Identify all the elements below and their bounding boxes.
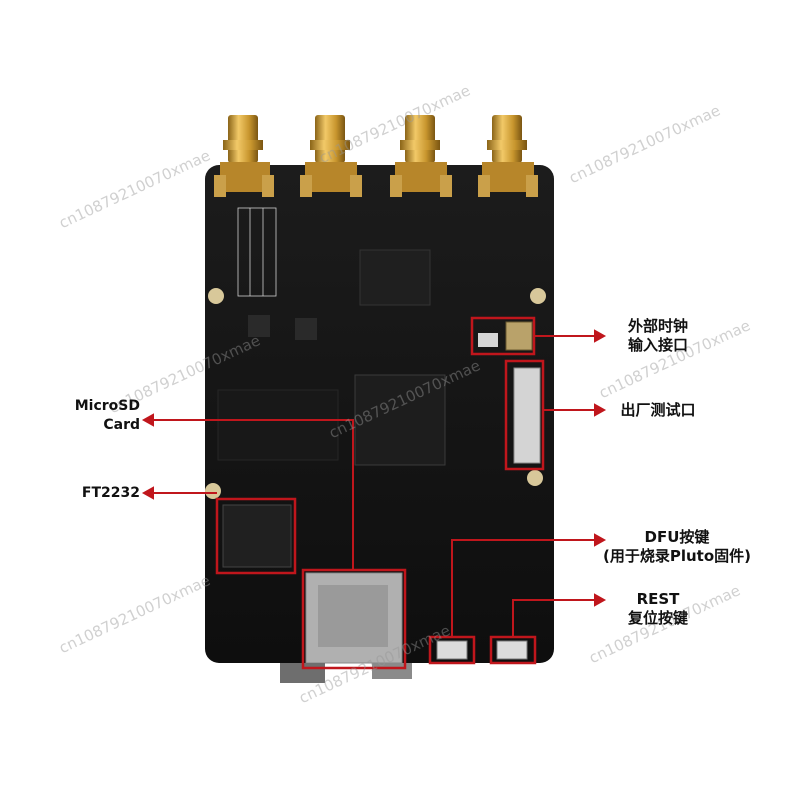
ext-clock-label-line2: 输入接口 (627, 336, 688, 354)
microsd-label: MicroSD Card (40, 397, 140, 435)
ext-clock-connector (505, 321, 533, 351)
factory-test-label-text: 出厂测试口 (620, 401, 696, 419)
sma-connector-3 (390, 115, 452, 197)
dfu-button (436, 640, 468, 660)
sma-connector-2 (300, 115, 362, 197)
ext-clock-label: 外部时钟 输入接口 (608, 317, 708, 355)
reset-label-line1: REST (636, 590, 680, 608)
reset-button (496, 640, 528, 660)
ext-clock-label-line1: 外部时钟 (627, 317, 688, 335)
reset-label-line2: 复位按键 (627, 609, 688, 627)
factory-test-label: 出厂测试口 (608, 401, 708, 420)
dfu-label-line2: (用于烧录Pluto固件) (602, 547, 751, 565)
factory-test-connector (513, 367, 541, 464)
ft2232-label: FT2232 (40, 484, 140, 503)
ft2232-label-text: FT2232 (81, 485, 140, 501)
ft2232-chip (222, 504, 292, 568)
sma-connector-4 (478, 115, 538, 197)
microsd-label-line1: MicroSD (74, 398, 140, 414)
silkscreen-table (237, 207, 277, 297)
dfu-label: DFU按键 (用于烧录Pluto固件) (582, 528, 772, 566)
microsd-label-line2: Card (103, 417, 140, 433)
sma-connector-1 (214, 115, 274, 197)
dfu-label-line1: DFU按键 (644, 528, 710, 546)
reset-label: REST 复位按键 (608, 590, 708, 628)
fpga-chip (354, 374, 446, 466)
callout-arrows (141, 329, 607, 637)
